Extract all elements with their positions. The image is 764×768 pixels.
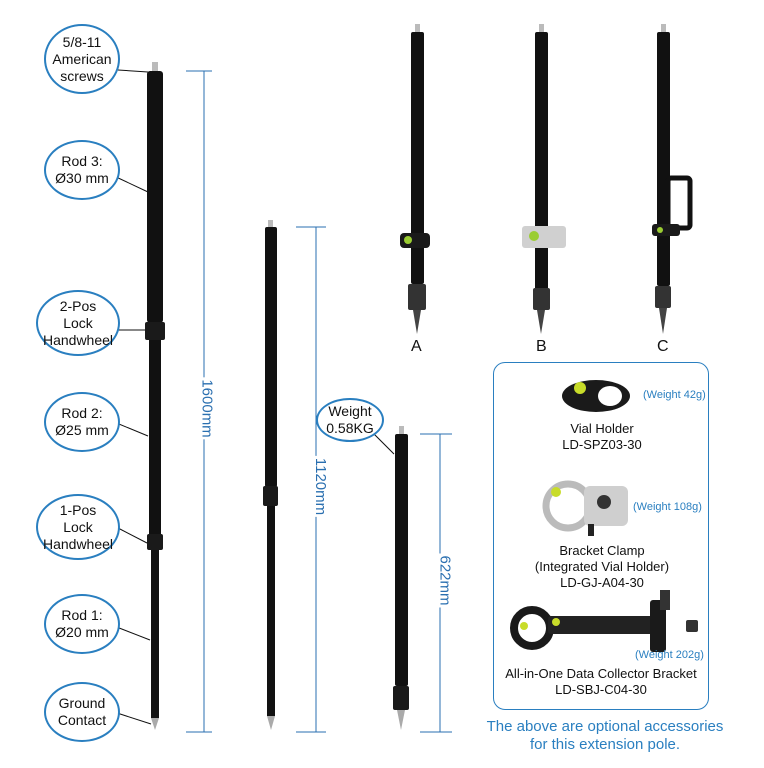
callout-screws-text: 5/8-11 American screws <box>52 33 112 84</box>
pole-variant-c <box>652 24 693 334</box>
callout-lock2: 2-Pos Lock Handwheel <box>36 290 120 356</box>
accessory-name-vial-holder: Vial Holder LD-SPZ03-30 <box>562 421 642 452</box>
callout-weight: Weight 0.58KG <box>316 398 384 442</box>
pole-short-length <box>393 426 409 730</box>
pole-variant-a <box>400 24 430 334</box>
callout-lock1: 1-Pos Lock Handwheel <box>36 494 120 560</box>
callout-rod2: Rod 2: Ø25 mm <box>44 392 120 452</box>
callout-weight-text: Weight 0.58KG <box>326 403 374 436</box>
dimension-label-short: 622mm <box>436 553 454 608</box>
callout-rod3: Rod 3: Ø30 mm <box>44 140 120 200</box>
callout-lock2-text: 2-Pos Lock Handwheel <box>42 297 114 348</box>
vial-holder-image <box>562 380 630 412</box>
pole-variant-b <box>522 24 566 334</box>
dimension-label-full: 1600mm <box>198 377 216 440</box>
variant-label-c: C <box>657 338 669 355</box>
accessory-weight-data-collector-bracket: (Weight 202g) <box>635 649 704 661</box>
accessory-weight-vial-holder: (Weight 42g) <box>643 389 706 401</box>
callout-lock1-text: 1-Pos Lock Handwheel <box>42 501 114 552</box>
pole-mid-length <box>263 220 278 730</box>
variant-label-b: B <box>536 338 547 355</box>
callout-rod1-text: Rod 1: Ø20 mm <box>55 607 109 640</box>
accessories-panel <box>493 362 709 710</box>
accessory-name-bracket-clamp: Bracket Clamp (Integrated Vial Holder) L… <box>534 543 670 590</box>
dimension-label-mid: 1120mm <box>312 455 330 518</box>
callout-ground-text: Ground Contact <box>57 695 107 728</box>
callout-screws: 5/8-11 American screws <box>44 24 120 94</box>
accessory-weight-bracket-clamp: (Weight 108g) <box>633 501 702 513</box>
accessory-name-data-collector-bracket: All-in-One Data Collector Bracket LD-SBJ… <box>505 666 697 697</box>
pole-full-length <box>145 62 165 730</box>
bracket-clamp-image <box>542 480 628 536</box>
accessories-footnote: The above are optional accessories for t… <box>486 718 724 753</box>
callout-rod3-text: Rod 3: Ø30 mm <box>55 153 109 186</box>
callout-ground: Ground Contact <box>44 682 120 742</box>
callout-rod1: Rod 1: Ø20 mm <box>44 594 120 654</box>
variant-label-a: A <box>411 338 422 355</box>
callout-rod2-text: Rod 2: Ø25 mm <box>55 405 109 438</box>
data-collector-bracket-image <box>510 590 698 652</box>
